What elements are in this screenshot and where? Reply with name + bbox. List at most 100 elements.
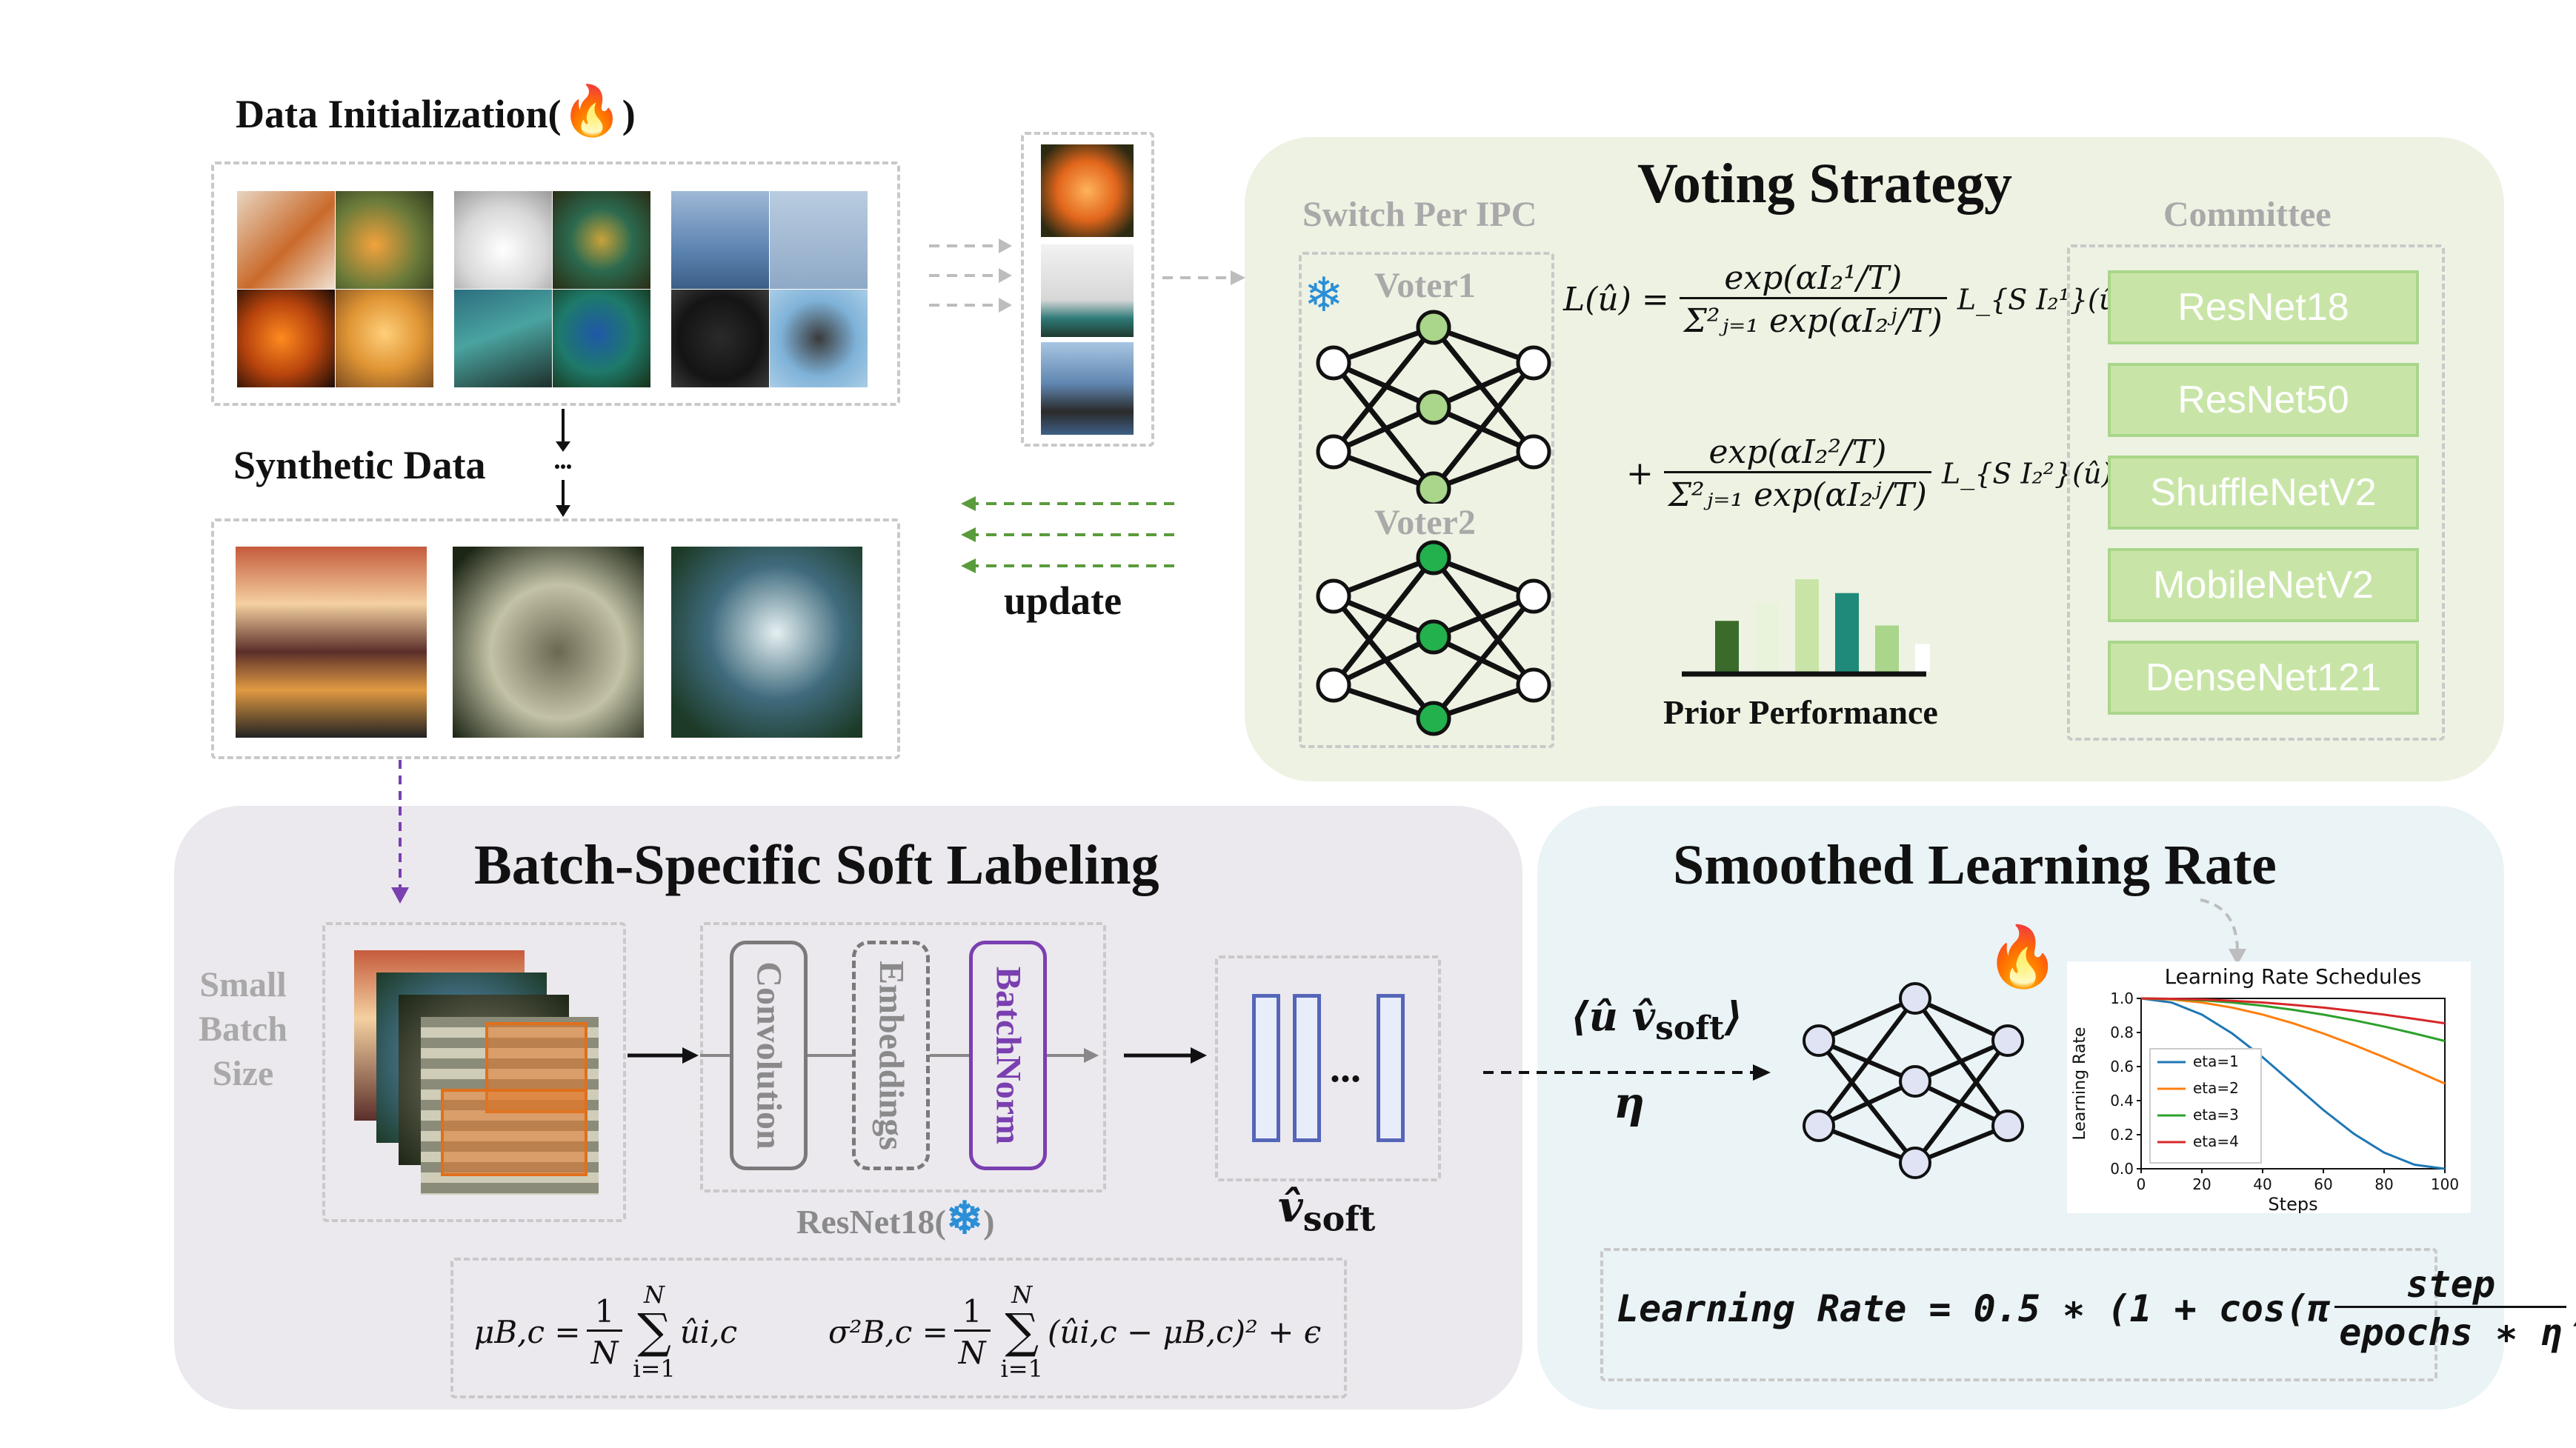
- prior-bar: [1835, 593, 1859, 672]
- chart-legend: [2149, 1048, 2262, 1164]
- x-tick-label: 0: [2137, 1175, 2146, 1193]
- batch-title: Batch-Specific Soft Labeling: [474, 834, 1159, 896]
- batch-crop-2: [441, 1089, 588, 1176]
- voter-box: [1299, 252, 1554, 748]
- data-init-title: Data Initialization(🔥): [236, 84, 636, 139]
- synthetic-image-1: [236, 547, 427, 738]
- fire-icon: 🔥: [561, 84, 622, 139]
- sum-sign: ∑: [637, 1304, 671, 1359]
- x-axis-label: Steps: [2268, 1194, 2317, 1213]
- lr-formula-box: [1600, 1248, 2437, 1381]
- swan-mosaic: [671, 191, 868, 387]
- x-tick-label: 100: [2431, 1175, 2459, 1193]
- selected-ipc-box: [1021, 132, 1154, 447]
- selected-goldfish: [1041, 144, 1134, 237]
- legend-entry: eta=4: [2193, 1132, 2239, 1150]
- committee-resnet18: ResNet18: [2108, 270, 2419, 344]
- vsoft-label: v̂soft: [1278, 1181, 1376, 1239]
- selected-peacock: [1041, 244, 1134, 337]
- small-batch-label: Small Batch Size: [199, 965, 287, 1093]
- title-to-chart-arrow: [2200, 898, 2246, 965]
- goldfish-mosaic: [237, 191, 433, 387]
- committee-box: [2067, 244, 2445, 741]
- to-network-arrow: [1483, 1064, 1771, 1081]
- y-tick-label: 0.8: [2110, 1024, 2134, 1041]
- layer-connectors: [700, 1048, 1099, 1063]
- committee-densenet121: DenseNet121: [2108, 641, 2419, 715]
- legend-entry: eta=1: [2193, 1052, 2239, 1070]
- batchnorm-layer: BatchNorm: [969, 941, 1047, 1170]
- synthetic-image-2: [453, 547, 644, 738]
- committee-title: Committee: [2163, 195, 2332, 234]
- layers-to-soft-arrow: [1124, 1047, 1207, 1064]
- y-tick-label: 0.0: [2110, 1160, 2134, 1178]
- prior-bar: [1915, 644, 1930, 672]
- series-line-eta=2: [2140, 997, 2446, 1085]
- lr-formula: Learning Rate = 0.5 ∗ (1 + cos(π step ep…: [1617, 1263, 2576, 1354]
- y-axis-label: Learning Rate: [2071, 1027, 2089, 1141]
- committee-resnet50: ResNet50: [2108, 363, 2419, 437]
- resnet-layers-box: [700, 922, 1106, 1192]
- soft-bar-n: [1377, 994, 1405, 1142]
- embeddings-layer: Embeddings: [852, 941, 930, 1170]
- eta-label: η: [1614, 1078, 1645, 1128]
- voting-formula-line2: + exp(αI₂²/T) Σ²ⱼ₌₁ exp(αI₂ʲ/T) L_{S I₂²…: [1626, 433, 2113, 514]
- x-tick-label: 80: [2374, 1175, 2393, 1193]
- soft-bar-2: [1293, 994, 1321, 1142]
- voter1-label: Voter1: [1374, 266, 1476, 305]
- selected-swan: [1041, 342, 1134, 435]
- gray-select-arrows: [929, 238, 1012, 313]
- column-to-voting-arrow: [1162, 270, 1245, 285]
- update-arrows: [961, 496, 1174, 573]
- legend-entry: eta=2: [2193, 1079, 2239, 1097]
- real-images-box: [211, 161, 900, 406]
- soft-bar-1: [1252, 994, 1280, 1142]
- input-pair-label: ⟨û v̂soft⟩: [1571, 992, 1743, 1047]
- switch-per-ipc-title: Switch Per IPC: [1302, 195, 1537, 234]
- synthetic-image-3: [671, 547, 862, 738]
- y-tick-label: 0.2: [2110, 1126, 2134, 1144]
- init-to-synthetic-arrow: [555, 409, 571, 517]
- voting-title: Voting Strategy: [1637, 153, 2012, 215]
- update-label: update: [1004, 578, 1122, 623]
- voter2-network: [1316, 540, 1551, 736]
- x-tick-label: 40: [2253, 1175, 2272, 1193]
- sum-sign: ∑: [1005, 1304, 1039, 1359]
- x-tick-label: 20: [2192, 1175, 2211, 1193]
- prior-bar: [1875, 625, 1899, 672]
- soft-label-box: [1215, 955, 1441, 1181]
- prior-performance-label: Prior Performance: [1663, 693, 1938, 731]
- resnet18-label: ResNet18(❄): [796, 1194, 995, 1243]
- voter1-network: [1316, 310, 1551, 504]
- committee-mobilenetv2: MobileNetV2: [2108, 548, 2419, 622]
- snowflake-icon: ❄: [1304, 269, 1344, 321]
- smooth-title: Smoothed Learning Rate: [1673, 834, 2277, 896]
- mu-formula: μB,c = 1 N N ∑ i=1 ûi,c: [474, 1281, 738, 1383]
- series-line-eta=4: [2140, 997, 2446, 1025]
- x-tick-label: 60: [2314, 1175, 2332, 1193]
- batch-to-layers-arrow: [628, 1047, 699, 1064]
- voter2-label: Voter2: [1374, 503, 1476, 542]
- y-tick-label: 1.0: [2110, 990, 2134, 1007]
- soft-ellipsis: ...: [1330, 1045, 1361, 1091]
- y-tick-label: 0.6: [2110, 1058, 2134, 1075]
- prior-bar: [1795, 579, 1819, 672]
- sigma-formula: σ²B,c = 1 N N ∑ i=1 (ûi,c − μB,c)² + ϵ: [828, 1281, 1322, 1383]
- voting-formula-line1: L(û) = exp(αI₂¹/T) Σ²ⱼ₌₁ exp(αI₂ʲ/T) L_{…: [1563, 259, 2137, 340]
- batch-stack-box: [322, 922, 626, 1222]
- prior-performance-bars: [1682, 579, 1930, 677]
- synthetic-images-box: [211, 518, 900, 759]
- synthetic-data-title: Synthetic Data: [233, 443, 486, 487]
- fire-icon: 🔥: [1986, 925, 2060, 990]
- synthetic-to-batch-arrow: [391, 760, 409, 904]
- prior-bar: [1755, 602, 1779, 672]
- prior-bar: [1715, 621, 1739, 672]
- y-tick-label: 0.4: [2110, 1092, 2134, 1110]
- committee-shufflenetv2: ShuffleNetV2: [2108, 456, 2419, 530]
- snowflake-icon: ❄: [945, 1194, 984, 1243]
- lr-network: [1803, 982, 2024, 1179]
- batch-stats-box: [450, 1258, 1347, 1398]
- convolution-layer: Convolution: [730, 941, 808, 1170]
- series-line-eta=1: [2140, 997, 2446, 1170]
